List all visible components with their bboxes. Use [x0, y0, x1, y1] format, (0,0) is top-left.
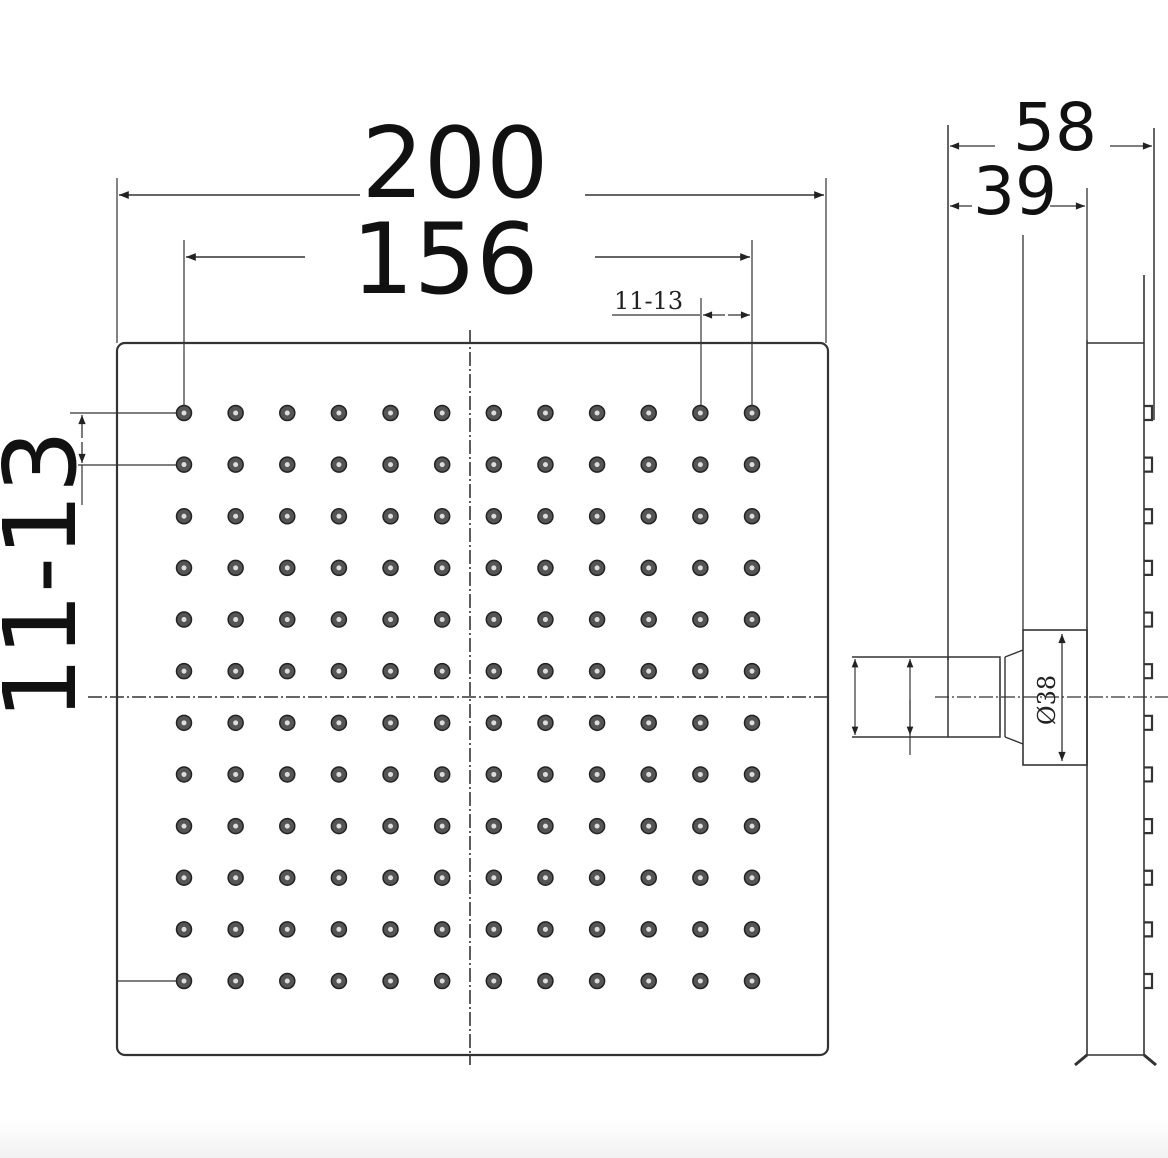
label-flange-diameter: Ø38	[1033, 675, 1061, 725]
nozzle-grid	[175, 404, 761, 990]
label-connector-depth: 39	[973, 153, 1057, 230]
label-nozzle-span: 156	[351, 203, 538, 317]
label-overall-width: 200	[361, 107, 548, 221]
label-depth: 58	[1013, 89, 1097, 166]
label-nozzle-pitch-left: 11-13	[0, 430, 99, 721]
side-nozzles	[1144, 404, 1154, 990]
front-view	[70, 178, 830, 1065]
shower-plate-outline	[115, 341, 830, 1057]
side-view	[851, 125, 1168, 1067]
bottom-shadow	[0, 1120, 1168, 1158]
label-nozzle-pitch-top: 11-13	[614, 287, 683, 315]
